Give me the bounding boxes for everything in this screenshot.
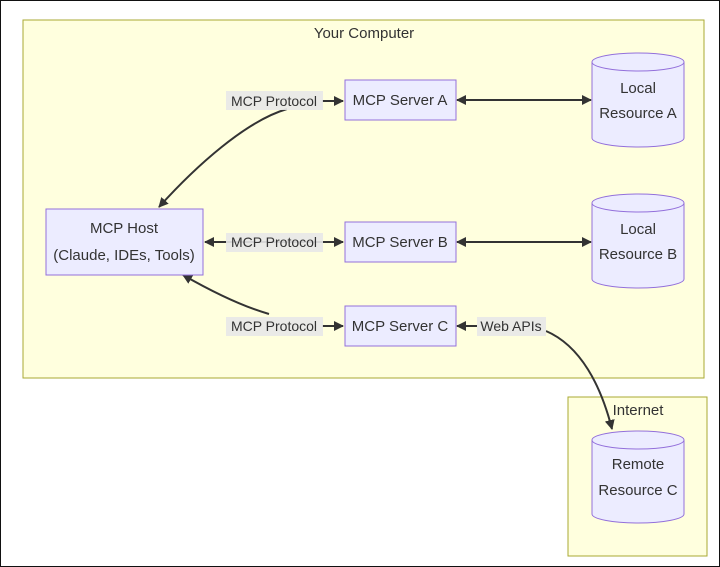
node-local-resource-b-line1: Local — [620, 221, 656, 238]
edge-label-host-b: MCP Protocol — [231, 234, 317, 250]
edge-label-web-apis: Web APIs — [480, 318, 541, 334]
edge-label-host-a: MCP Protocol — [231, 93, 317, 109]
node-local-resource-b[interactable]: Local Resource B — [591, 193, 685, 289]
node-mcp-server-b[interactable] — [344, 221, 457, 263]
edge-label-bg — [226, 317, 323, 336]
edge-web-apis-to-remote — [545, 330, 615, 430]
node-mcp-server-b-label: MCP Server B — [352, 234, 448, 251]
node-mcp-host-title: MCP Host — [90, 220, 159, 237]
cluster-internet-label: Internet — [613, 402, 665, 419]
edge-server-c-to-host — [182, 274, 270, 315]
node-mcp-server-a[interactable] — [344, 79, 457, 121]
edge-label-host-c: MCP Protocol — [231, 318, 317, 334]
node-mcp-host-subtitle: (Claude, IDEs, Tools) — [53, 247, 194, 264]
node-mcp-server-c-label: MCP Server C — [352, 318, 449, 335]
node-remote-resource-c-line1: Remote — [612, 456, 665, 473]
node-local-resource-a[interactable]: Local Resource A — [591, 52, 685, 148]
edge-label-bg — [226, 233, 323, 252]
edge-label-bg — [477, 317, 546, 336]
edge-label-bg — [226, 91, 323, 110]
node-mcp-host[interactable] — [45, 208, 204, 276]
node-local-resource-b-line2: Resource B — [599, 246, 677, 263]
node-mcp-server-a-label: MCP Server A — [353, 92, 448, 109]
edge-server-a-to-host — [158, 108, 288, 208]
node-local-resource-a-line2: Resource A — [599, 105, 677, 122]
cluster-your-computer-label: Your Computer — [314, 25, 414, 42]
node-remote-resource-c[interactable]: Remote Resource C — [591, 430, 685, 524]
node-mcp-server-c[interactable] — [344, 305, 457, 347]
node-remote-resource-c-line2: Resource C — [598, 482, 677, 499]
node-local-resource-a-line1: Local — [620, 80, 656, 97]
